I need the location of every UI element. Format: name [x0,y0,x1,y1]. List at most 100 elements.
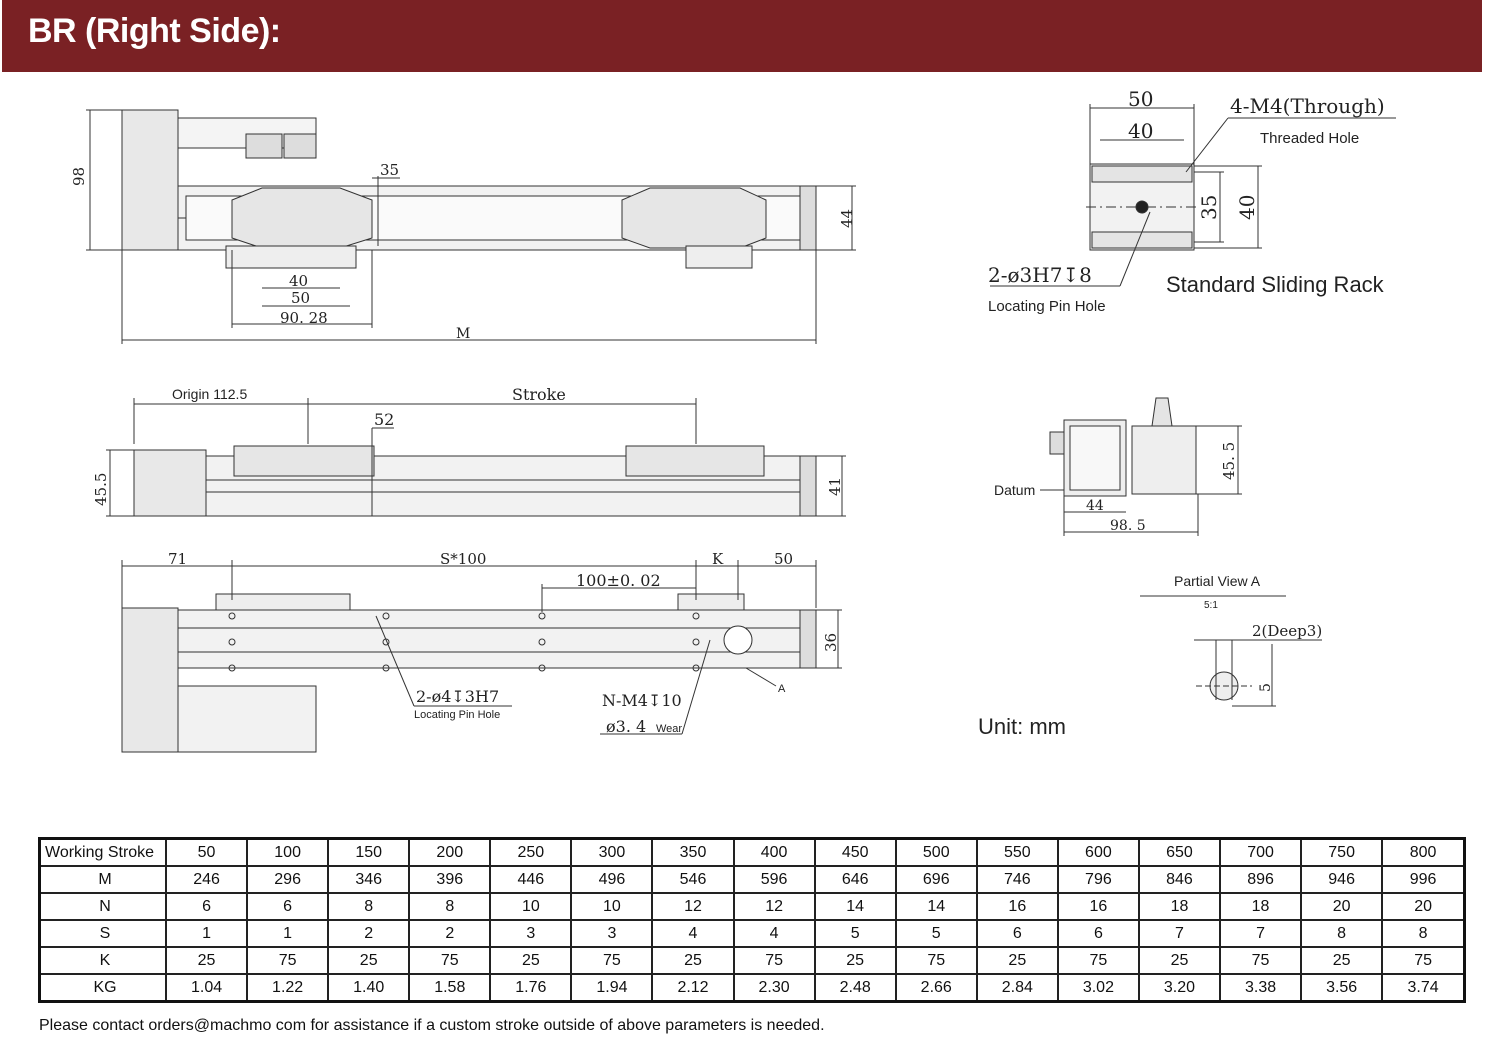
table-cell: 25 [1300,946,1384,975]
table-cell: 1 [246,919,330,948]
table-cell: 400 [732,837,816,867]
header-banner: BR (Right Side): [2,0,1482,72]
table-cell: 500 [894,837,978,867]
table-cell: 7 [1219,919,1303,948]
partial-deep: 2(Deep3) [1252,622,1322,640]
partial-view-scale: 5:1 [1204,600,1218,611]
end-dim-45-5: 45. 5 [1220,442,1238,480]
table-cell: 12 [651,892,735,921]
dim-m: M [456,326,470,342]
table-cell: 3 [570,919,654,948]
table-cell: 450 [813,837,897,867]
dim-35: 35 [380,161,399,179]
row-label: Working Stroke [38,837,167,867]
table-cell: 550 [975,837,1059,867]
table-cell: 1.04 [164,973,249,1003]
row-label: KG [38,973,167,1003]
table-cell: 6 [975,919,1059,948]
rack-dim-40-vertical: 40 [1235,195,1259,220]
table-cell: 3.38 [1219,973,1303,1003]
threaded-hole-label: Threaded Hole [1260,130,1359,147]
table-cell: 1.40 [327,973,411,1003]
row-label: M [38,865,167,894]
footer-note: Please contact orders@machmo com for ass… [39,1017,825,1034]
table-cell: 1.94 [570,973,654,1003]
origin-label: Origin 112.5 [172,386,247,402]
table-cell: 446 [489,865,573,894]
table-cell: 25 [1137,946,1222,975]
table-cell: 8 [1300,919,1384,948]
dim-40: 40 [289,272,308,290]
table-cell: 14 [894,892,978,921]
table-cell: 25 [975,946,1059,975]
table-cell: 75 [894,946,978,975]
table-cell: 75 [570,946,654,975]
bottom-pin-label: Locating Pin Hole [414,709,500,721]
side-dim-52: 52 [374,410,394,429]
table-cell: 100 [246,837,330,867]
table-cell: 796 [1056,865,1140,894]
table-cell: 75 [732,946,816,975]
table-cell: 246 [164,865,249,894]
partial-dim-5: 5 [1258,683,1274,692]
table-cell: 75 [246,946,330,975]
bottom-view: 71 S*100 K 50 100±0. 02 36 2-ø4↧3H7 Loca… [121,550,842,753]
end-dim-98-5: 98. 5 [1110,518,1146,534]
page-title: BR (Right Side): [28,12,281,50]
table-cell: 3.56 [1300,973,1384,1003]
table-cell: 6 [164,892,249,921]
table-cell: 6 [246,892,330,921]
table-cell: 18 [1219,892,1303,921]
sliding-rack-title: Standard Sliding Rack [1166,272,1385,297]
table-cell: 696 [894,865,978,894]
side-view: Origin 112.5 Stroke 52 45.5 41 [92,385,846,517]
view-a-marker: A [778,683,786,695]
threaded-hole-spec: 4-M4(Through) [1230,94,1385,118]
wear-label: Wear [656,723,682,735]
thread-spec: N-M4↧10 [602,691,682,710]
rack-dim-40: 40 [1128,119,1153,143]
table-cell: 2.12 [651,973,735,1003]
table-cell: 600 [1056,837,1140,867]
bottom-dim-71: 71 [168,550,187,568]
row-label: K [38,946,167,975]
table-cell: 150 [327,837,411,867]
unit-label: Unit: mm [978,714,1066,739]
table-cell: 25 [489,946,573,975]
table-cell: 75 [1219,946,1303,975]
table-cell: 75 [408,946,492,975]
dim-44: 44 [838,209,856,228]
table-cell: 10 [489,892,573,921]
locating-pin-spec: 2-ø3H7↧8 [988,263,1092,287]
table-cell: 3 [489,919,573,948]
table-cell: 646 [813,865,897,894]
table-cell: 14 [813,892,897,921]
table-cell: 2.30 [732,973,816,1003]
table-cell: 846 [1137,865,1222,894]
table-cell: 1.22 [246,973,330,1003]
locating-pin-label: Locating Pin Hole [988,298,1106,315]
bottom-dim-s100: S*100 [440,550,486,568]
table-cell: 16 [975,892,1059,921]
table-cell: 75 [1381,946,1466,975]
table-cell: 596 [732,865,816,894]
stroke-label: Stroke [512,385,566,404]
technical-drawing: 98 35 44 40 50 90. 28 M 50 40 [70,87,1396,753]
table-cell: 4 [651,919,735,948]
table-cell: 396 [408,865,492,894]
wear-spec: ø3. 4 [606,717,646,736]
table-cell: 2 [408,919,492,948]
table-cell: 50 [164,837,249,867]
table-cell: 8 [408,892,492,921]
bottom-dim-100: 100±0. 02 [576,571,661,590]
table-cell: 3.02 [1056,973,1140,1003]
bottom-pin-spec: 2-ø4↧3H7 [416,687,499,706]
table-cell: 16 [1056,892,1140,921]
table-cell: 5 [813,919,897,948]
table-cell: 546 [651,865,735,894]
